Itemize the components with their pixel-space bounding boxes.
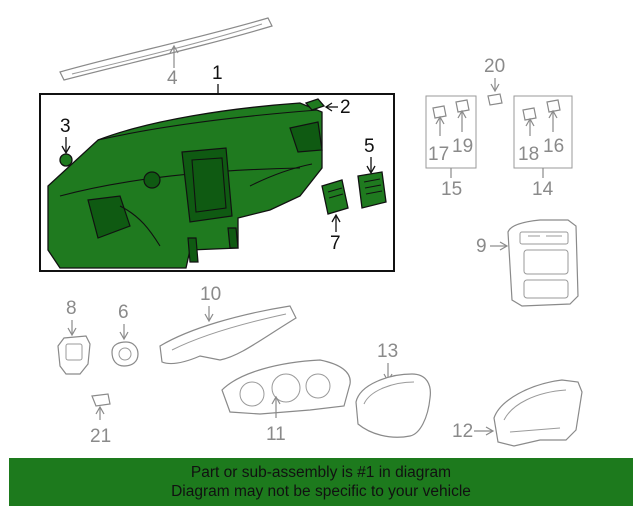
callout-11: 11 bbox=[266, 424, 286, 445]
part-11-instrument-cluster[interactable]: 11 bbox=[221, 359, 351, 445]
banner-line-1: Part or sub-assembly is #1 in diagram bbox=[190, 464, 452, 481]
info-banner: Part or sub-assembly is #1 in diagram Di… bbox=[9, 458, 633, 506]
part-20-switch[interactable]: 20 bbox=[484, 56, 505, 106]
part-2-clip[interactable]: 2 bbox=[304, 97, 351, 118]
callout-6: 6 bbox=[118, 302, 129, 323]
part-21-small-bracket[interactable]: 21 bbox=[90, 393, 111, 447]
part-13-lens[interactable]: 13 bbox=[355, 341, 431, 438]
part-12-cluster-bezel[interactable]: 12 bbox=[452, 379, 583, 447]
part-5-vent[interactable]: 5 bbox=[357, 136, 387, 209]
callout-15: 15 bbox=[441, 179, 462, 200]
part-10-knee-bolster[interactable]: 10 bbox=[159, 284, 297, 365]
part-6-round-vent[interactable]: 6 bbox=[111, 302, 139, 367]
banner-line-2: Diagram may not be specific to your vehi… bbox=[171, 483, 471, 500]
part-1-instrument-panel[interactable] bbox=[47, 102, 323, 269]
parts-diagram: 4 1 2 3 5 bbox=[39, 17, 583, 447]
callout-10: 10 bbox=[200, 284, 221, 305]
callout-19: 19 bbox=[452, 136, 473, 157]
callout-17: 17 bbox=[428, 144, 449, 165]
part-14-switch-group[interactable]: 18 16 14 bbox=[513, 95, 573, 200]
callout-12: 12 bbox=[452, 421, 473, 442]
part-4-defroster-strip[interactable]: 4 bbox=[59, 17, 273, 89]
callout-14: 14 bbox=[532, 179, 554, 200]
callout-3: 3 bbox=[60, 116, 71, 137]
part-15-switch-group[interactable]: 17 19 15 bbox=[425, 95, 477, 200]
callout-8: 8 bbox=[66, 298, 77, 319]
callout-21: 21 bbox=[90, 426, 111, 447]
part-8-bracket[interactable]: 8 bbox=[57, 298, 91, 375]
callout-4: 4 bbox=[167, 68, 178, 89]
callout-9: 9 bbox=[476, 236, 487, 257]
callout-2: 2 bbox=[340, 97, 351, 118]
callout-7: 7 bbox=[330, 233, 341, 254]
part-7-vent[interactable]: 7 bbox=[321, 179, 349, 254]
callout-1: 1 bbox=[212, 63, 223, 84]
callout-13: 13 bbox=[377, 341, 398, 362]
part-3-knob[interactable]: 3 bbox=[59, 116, 73, 167]
callout-16: 16 bbox=[543, 136, 564, 157]
callout-20: 20 bbox=[484, 56, 505, 77]
callout-18: 18 bbox=[518, 144, 539, 165]
callout-5: 5 bbox=[364, 136, 375, 157]
part-1-frame bbox=[39, 93, 395, 272]
part-9-center-bezel[interactable]: 9 bbox=[476, 219, 579, 307]
